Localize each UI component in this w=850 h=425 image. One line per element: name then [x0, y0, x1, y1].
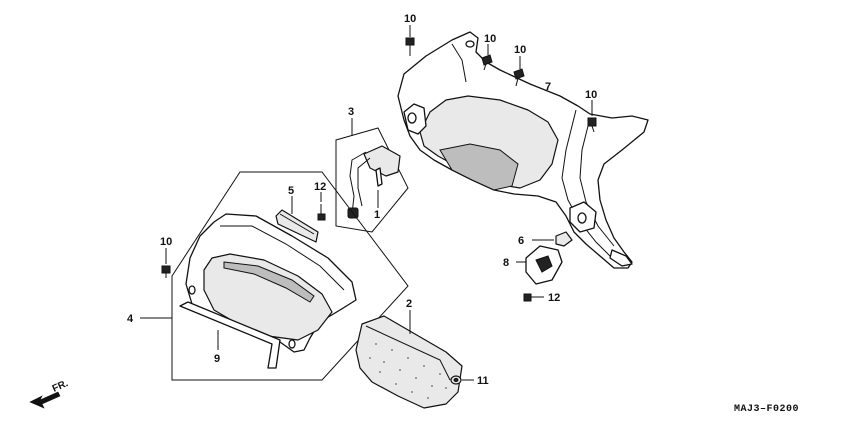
- grommet-part-6: [555, 231, 573, 247]
- callout-7: 7: [545, 81, 551, 93]
- screw-10-e: [161, 265, 171, 278]
- harness-part-3: [335, 127, 409, 233]
- diagram-code: MAJ3–F0200: [734, 404, 799, 415]
- screw-10-a: [405, 37, 415, 56]
- callout-11: 11: [477, 375, 489, 387]
- callout-4: 4: [127, 313, 134, 325]
- screw-10-b: [481, 54, 493, 71]
- callout-10: 10: [484, 33, 496, 45]
- callout-5: 5: [288, 185, 294, 197]
- lower-cover-part-4: [185, 213, 357, 353]
- gasket-part-5: [275, 209, 319, 243]
- callout-9: 9: [214, 353, 220, 365]
- callout-10: 10: [160, 236, 172, 248]
- trim-part-9: [179, 301, 281, 369]
- callout-3: 3: [348, 106, 354, 118]
- callout-12: 12: [548, 292, 560, 304]
- bracket-part-8: [525, 245, 563, 285]
- callout-6: 6: [518, 235, 524, 247]
- inner-upper-cover-part-7: [397, 31, 649, 269]
- callout-10: 10: [404, 13, 416, 25]
- callout-12: 12: [314, 181, 326, 193]
- front-direction-arrow-icon: [29, 391, 61, 409]
- screw-12-a: [317, 204, 326, 221]
- callout-2: 2: [406, 298, 412, 310]
- pocket-lid-part-2: [355, 315, 463, 409]
- screw-10-c: [513, 68, 525, 87]
- callout-10: 10: [514, 44, 526, 56]
- callout-8: 8: [503, 257, 509, 269]
- clip-11: [450, 375, 462, 385]
- screw-10-d: [587, 117, 597, 133]
- screw-12-b: [523, 293, 544, 302]
- group-box-4: [171, 171, 409, 381]
- callout-1: 1: [374, 209, 380, 221]
- callout-10: 10: [585, 89, 597, 101]
- direction-label: FR.: [51, 378, 70, 395]
